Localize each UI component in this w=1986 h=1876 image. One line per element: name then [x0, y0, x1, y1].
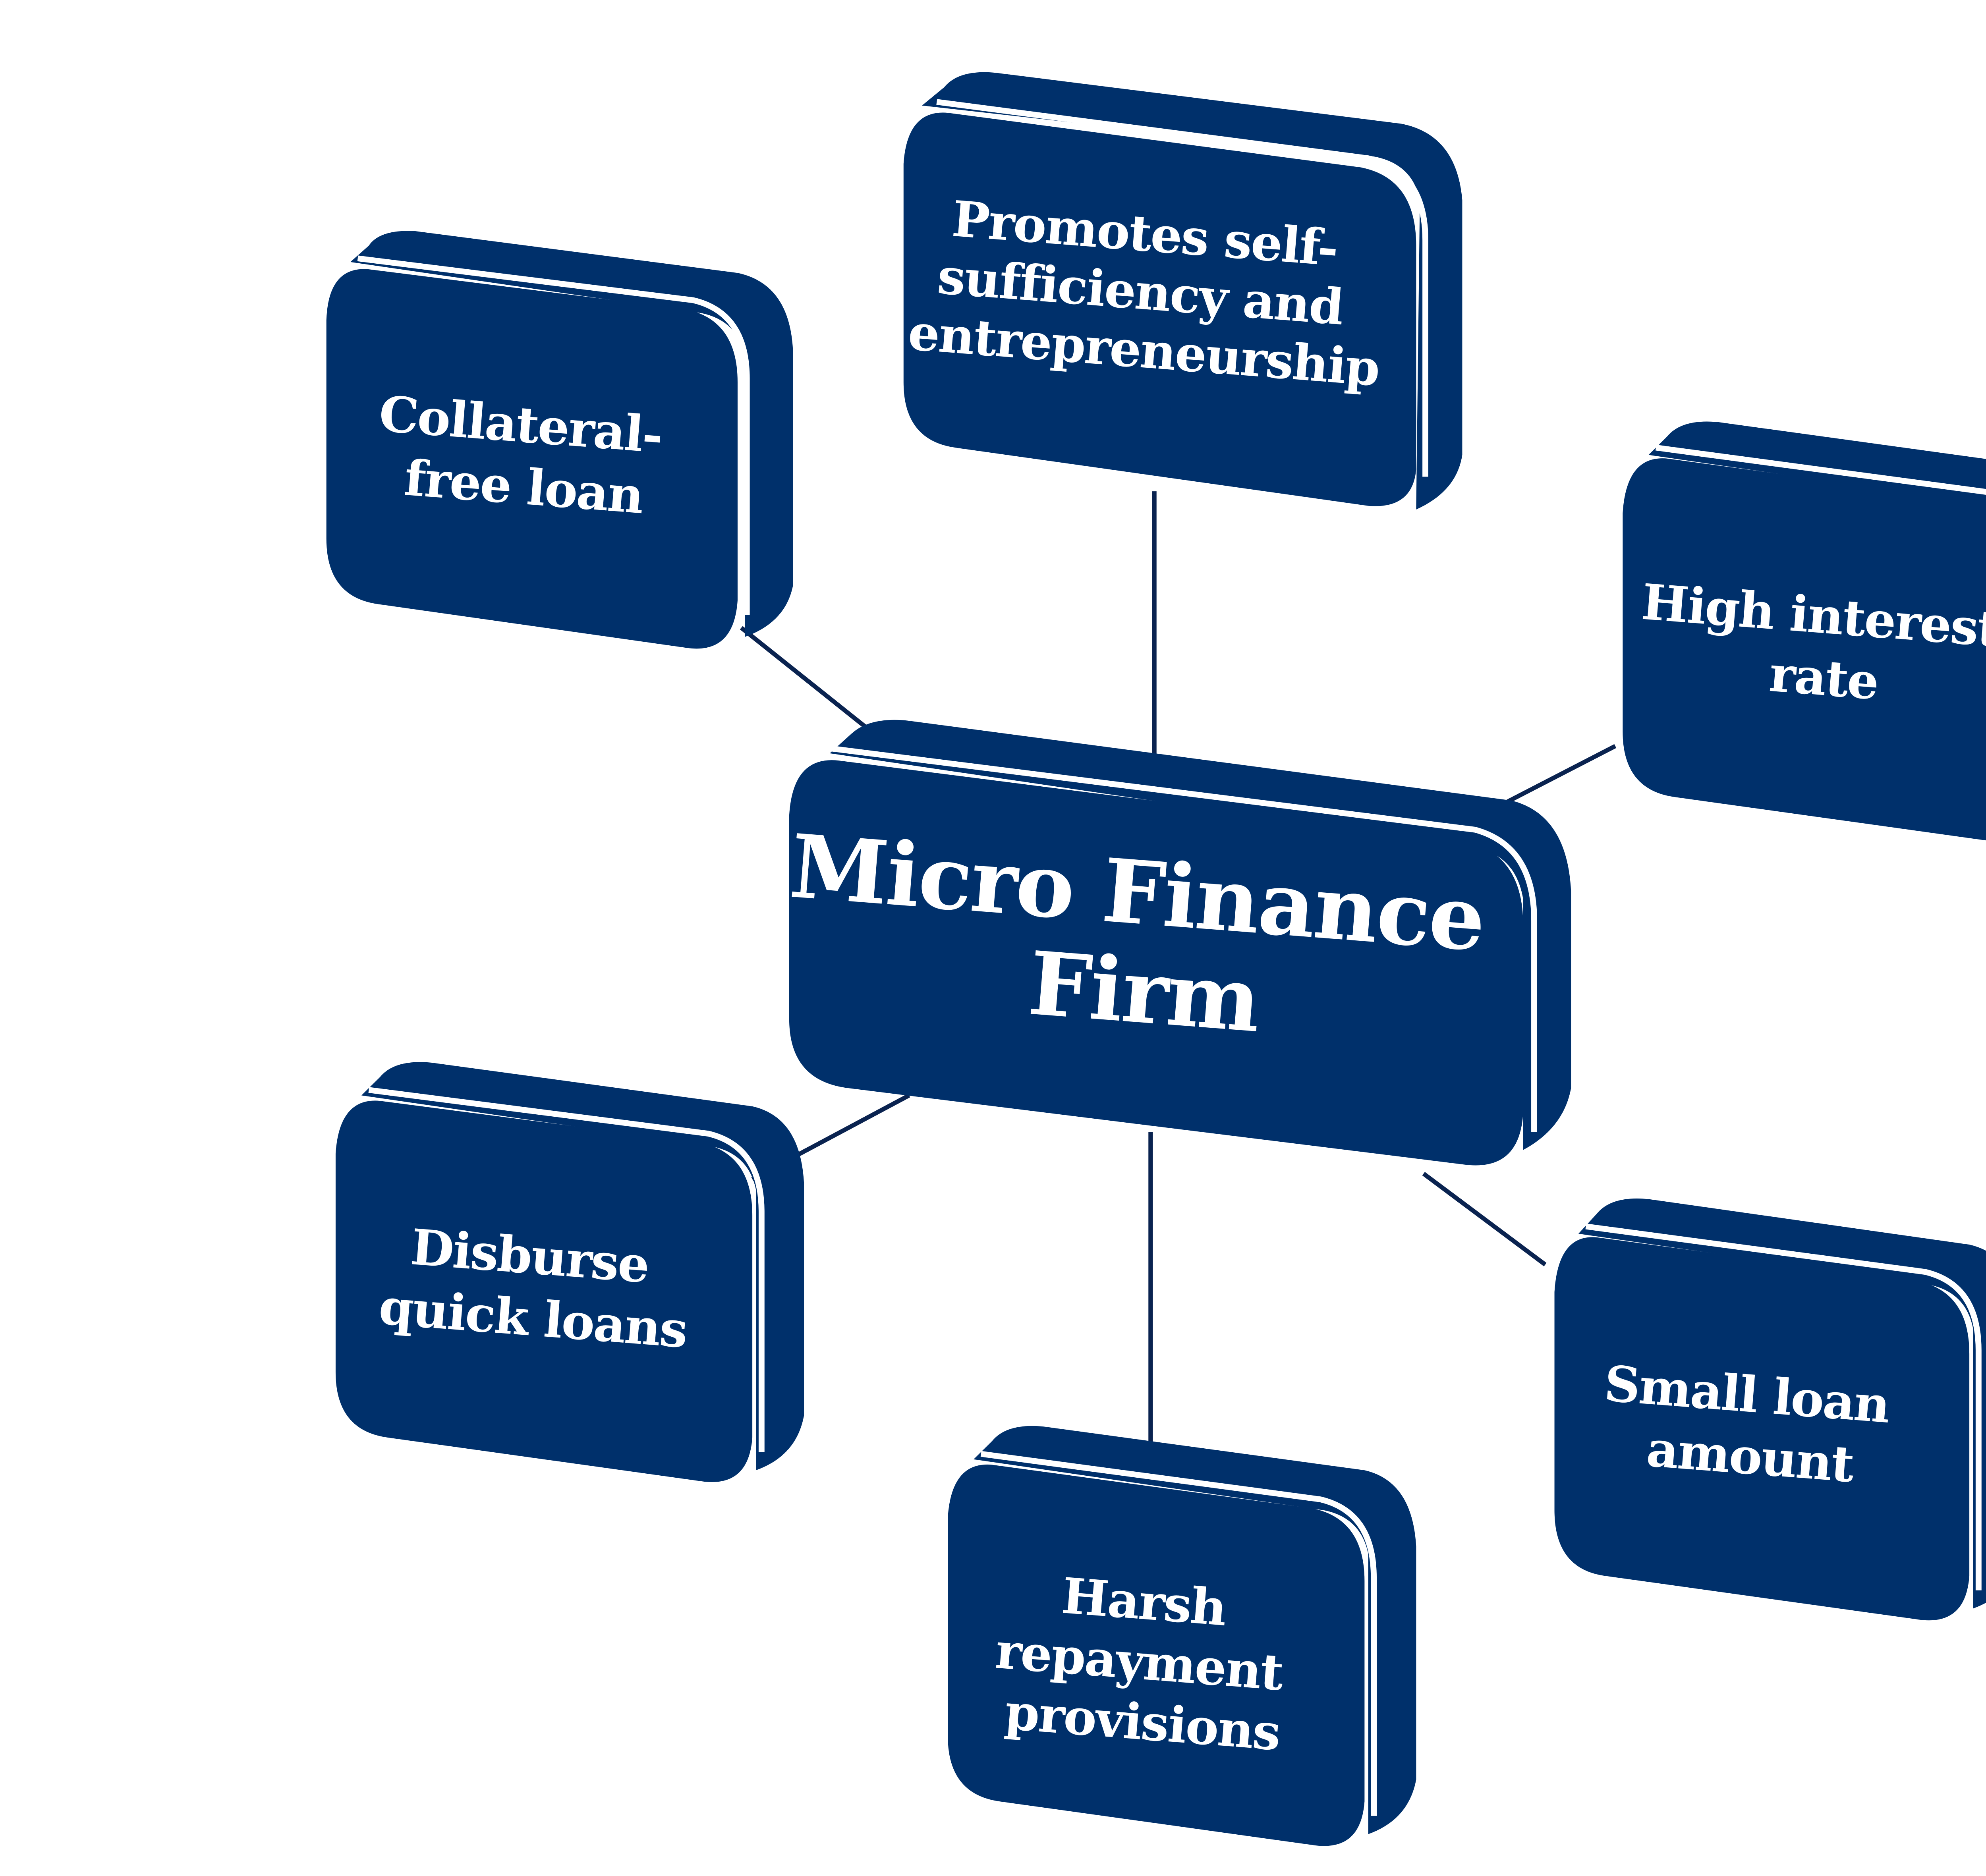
node-harsh-repayment-provisions[interactable]: Harsh repayment provisions [948, 1426, 1416, 1846]
edge-center-collateral [740, 626, 868, 730]
node-collateral-free-loan[interactable]: Collateral- free loan [326, 231, 793, 649]
edge-center-small-loan [1422, 1172, 1547, 1266]
center-node-micro-finance-firm[interactable]: Micro Finance Firm [779, 720, 1571, 1166]
node-label: Harsh repayment provisions [989, 1562, 1306, 1763]
node-promotes-self-sufficiency[interactable]: Promotes self- sufficiency and entrepren… [903, 72, 1462, 510]
node-disburse-quick-loans[interactable]: Disburse quick loans [335, 1062, 804, 1482]
connectors [740, 491, 1617, 1471]
node-high-interest-rate[interactable]: High interest rate [1623, 421, 1986, 841]
node-small-loan-amount[interactable]: Small loan amount [1554, 1198, 1986, 1621]
node-label: Promotes self- sufficiency and entrepren… [906, 187, 1390, 398]
